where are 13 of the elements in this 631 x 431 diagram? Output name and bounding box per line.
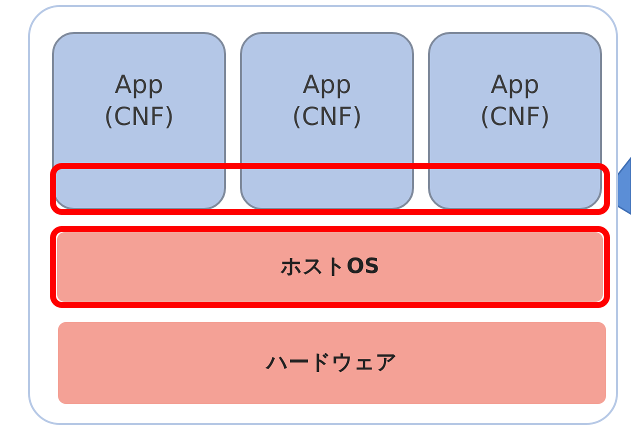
layer-label: App (CNF) xyxy=(102,68,176,133)
highlight-frame xyxy=(50,163,610,215)
layer-label: ホストOS xyxy=(280,253,380,280)
layer-box xyxy=(57,232,603,302)
layer-label: App (CNF) xyxy=(290,68,364,133)
container-box xyxy=(28,5,618,425)
layer-box xyxy=(58,322,606,404)
highlight-frame xyxy=(50,226,610,308)
layer-label: App (CNF) xyxy=(478,68,552,133)
app-box xyxy=(52,32,226,210)
layer-label: ハードウェア xyxy=(266,349,398,376)
app-box xyxy=(240,32,414,210)
app-box xyxy=(428,32,602,210)
